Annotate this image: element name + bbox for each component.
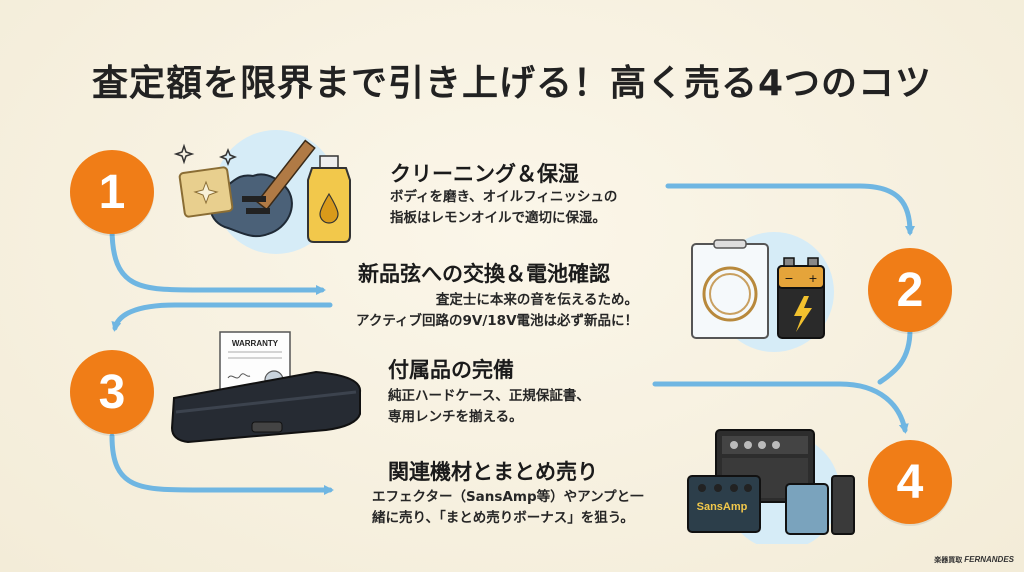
tip-3-description: 純正ハードケース、正規保証書、 専用レンチを揃える。 (388, 388, 590, 425)
oil-bottle-icon (307, 155, 351, 243)
tip-4-title: 関連機材とまとめ売り (388, 460, 598, 484)
battery-icon: − + (777, 257, 825, 339)
arrow-3-to-4-title (109, 433, 334, 495)
tip-2-description: 査定士に本来の音を伝えるため。 アクティブ回路の9V/18V電池は必ず新品に！ (356, 292, 639, 329)
sparkle-icon (218, 147, 238, 167)
tip-2-title: 新品弦への交換＆電池確認 (358, 262, 610, 286)
pedal-label: SansAmp (697, 501, 748, 513)
string-pack-icon (691, 239, 769, 339)
amp-pedals-illustration: SansAmp (687, 429, 855, 544)
step-number-2: 2 (868, 248, 952, 332)
tip-3-title: 付属品の完備 (388, 358, 514, 382)
wah-pedal-icon (785, 475, 855, 535)
hard-case-icon (170, 370, 362, 444)
battery-plus-label: + (808, 272, 817, 285)
brand-prefix: 楽器買取 (934, 557, 963, 564)
effects-pedal-icon: SansAmp (687, 475, 761, 533)
tip-1-title: クリーニング＆保湿 (390, 162, 579, 186)
tip-4-description: エフェクター（SansAmp等）やアンプと一 緒に売り、「まとめ売りボーナス」を… (372, 489, 644, 526)
cloth-icon (178, 166, 234, 218)
battery-minus-label: − (784, 272, 793, 285)
step-number-4: 4 (868, 440, 952, 524)
arrow-1-to-2-title (109, 225, 326, 295)
hard-case-warranty-illustration: WARRANTY (170, 331, 362, 444)
guitar-cleaning-illustration (173, 130, 351, 254)
arrow-to-4 (652, 381, 909, 434)
arrow-top-to-3 (111, 302, 333, 332)
strings-battery-illustration: − + (691, 232, 834, 352)
tip-1-description: ボディを磨き、オイルフィニッシュの 指板はレモンオイルで適切に保湿。 (390, 189, 618, 226)
step-number-3: 3 (70, 350, 154, 434)
step-number-1: 1 (70, 150, 154, 234)
brand-name: FERNANDES (964, 555, 1014, 564)
brand-logo: 楽器買取 FERNANDES (934, 555, 1014, 565)
page-title: 査定額を限界まで引き上げる！高く売る4つのコツ (91, 63, 933, 104)
sparkle-icon (173, 143, 195, 165)
arrow-to-2 (665, 183, 915, 236)
arrow-2-to-3 (877, 327, 913, 385)
warranty-label: WARRANTY (232, 339, 279, 348)
